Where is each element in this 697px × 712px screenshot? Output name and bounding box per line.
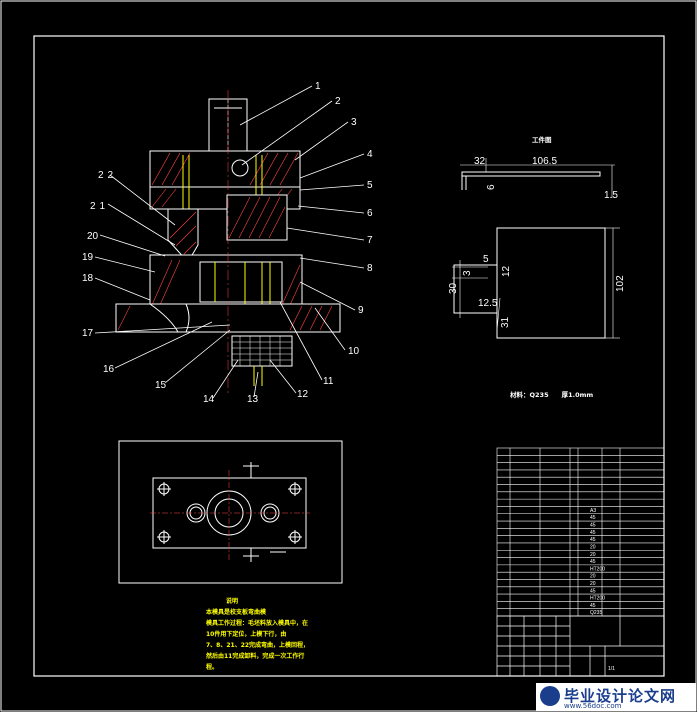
part-label-19: 19 bbox=[82, 252, 94, 263]
material-spec: 材料：Q235 厚1.0mm bbox=[509, 390, 593, 399]
part-label-20: 20 bbox=[87, 231, 99, 242]
bom-material-cell: 45 bbox=[590, 588, 596, 594]
notes-line-6: 程。 bbox=[205, 663, 218, 671]
leader-lines bbox=[94, 85, 365, 399]
bom-material-cell: HT200 bbox=[590, 566, 605, 572]
workpiece-drawing: 工件图 bbox=[452, 135, 620, 339]
part-label-9: 9 bbox=[358, 305, 364, 316]
notes-line-3: 10件用下定位，上模下行，由 bbox=[206, 630, 286, 638]
bom-material-cell: 20 bbox=[590, 574, 596, 580]
part-label-10: 10 bbox=[348, 346, 360, 357]
part-label-16: 16 bbox=[103, 364, 115, 375]
workpiece-title: 工件图 bbox=[532, 135, 552, 144]
die-assembly-section bbox=[115, 90, 341, 395]
part-label-17: 17 bbox=[82, 328, 94, 339]
bom-material-cell: 45 bbox=[590, 515, 596, 521]
notes-block: 说明 本模具是校支板弯曲模 模具工作过程：毛坯料放入模具中，在 10件用下定位，… bbox=[205, 597, 309, 671]
dim-3: 3 bbox=[462, 270, 473, 276]
part-label-14: 14 bbox=[203, 394, 215, 405]
dim-32: 32 bbox=[474, 156, 486, 167]
dim-6: 6 bbox=[486, 184, 497, 190]
bom-material-cell: Q235 bbox=[590, 610, 602, 616]
sheet-mark: 1/1 bbox=[608, 666, 615, 672]
workpiece-dimensions: 32 106.5 6 1.5 5 12 30 102 12.5 31 3 材料：… bbox=[448, 156, 626, 399]
bom-material-cell: 45 bbox=[590, 537, 596, 543]
bom-material-cell: A3 bbox=[590, 508, 596, 514]
part-label-5: 5 bbox=[367, 180, 373, 191]
die-plan-view bbox=[118, 440, 343, 584]
part-label-4: 4 bbox=[367, 149, 373, 160]
dim-30: 30 bbox=[448, 282, 459, 294]
part-label-8: 8 bbox=[367, 263, 373, 274]
dim-102: 102 bbox=[615, 275, 626, 292]
part-label-7: 7 bbox=[367, 235, 373, 246]
bom-material-cell: 20 bbox=[590, 552, 596, 558]
bom-material-cell: 45 bbox=[590, 523, 596, 529]
part-label-13: 13 bbox=[247, 394, 259, 405]
bom-table bbox=[496, 447, 665, 617]
watermark-text: 毕业设计论文网 bbox=[564, 687, 677, 705]
part-label-12: 12 bbox=[297, 389, 309, 400]
bom-material-cell: 20 bbox=[590, 581, 596, 587]
notes-heading: 说明 bbox=[226, 597, 238, 605]
bom-material-cell: 20 bbox=[590, 544, 596, 550]
part-label-15: 15 bbox=[155, 380, 167, 391]
part-label-11: 11 bbox=[323, 376, 334, 387]
part-label-1: 1 bbox=[315, 81, 321, 92]
notes-line-1: 本模具是校支板弯曲模 bbox=[206, 608, 267, 616]
bom-material-cell: 45 bbox=[590, 559, 596, 565]
part-label-18: 18 bbox=[82, 273, 94, 284]
bom-material-cell: 45 bbox=[590, 603, 596, 609]
part-label-22: 22 bbox=[98, 170, 117, 181]
dim-12: 12 bbox=[501, 265, 512, 277]
part-label-6: 6 bbox=[367, 208, 373, 219]
watermark-url: www.56doc.com bbox=[564, 702, 622, 710]
watermark-logo-icon bbox=[540, 686, 560, 706]
bom-material-cell: 45 bbox=[590, 530, 596, 536]
dim-1-5: 1.5 bbox=[604, 190, 618, 201]
dim-5: 5 bbox=[483, 254, 489, 265]
notes-line-5: 然后由11完成卸料，完成一次工作行 bbox=[206, 652, 304, 660]
title-block: 1/1 bbox=[496, 615, 665, 677]
dim-106-5: 106.5 bbox=[532, 156, 557, 167]
part-label-2: 2 bbox=[335, 96, 341, 107]
drawing-border bbox=[33, 35, 665, 677]
dim-12-5: 12.5 bbox=[478, 298, 498, 309]
notes-line-2: 模具工作过程：毛坯料放入模具中，在 bbox=[206, 619, 308, 627]
part-label-21: 21 bbox=[90, 201, 109, 212]
dim-31: 31 bbox=[500, 316, 511, 328]
part-label-3: 3 bbox=[351, 117, 357, 128]
part-labels: 1 2 3 4 5 6 7 8 9 10 11 12 13 14 15 16 1… bbox=[82, 81, 373, 405]
hatch-upper-plate bbox=[151, 152, 299, 186]
watermark[interactable]: 毕业设计论文网 www.56doc.com bbox=[536, 683, 696, 711]
bom-material-cell: HT200 bbox=[590, 596, 605, 602]
notes-line-4: 7、8、21、22完成弯曲，上模回程， bbox=[206, 641, 309, 649]
